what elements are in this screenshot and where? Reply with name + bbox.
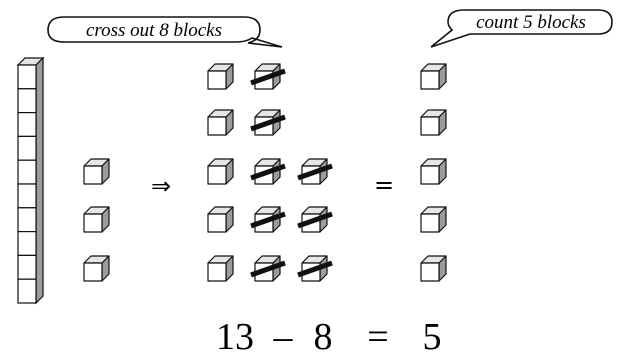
cross-out-mark [250, 68, 286, 86]
crossed-block [250, 206, 286, 233]
crossed-block [250, 63, 286, 90]
cross-out-mark [297, 211, 333, 229]
unit-block [207, 109, 234, 136]
crossed-block [297, 255, 333, 282]
equation-minuend: 13 [216, 316, 254, 358]
ten-rod-unit [17, 111, 37, 137]
equation-result: 5 [423, 316, 442, 358]
cross-out-mark [250, 260, 286, 278]
ten-rod-unit [17, 254, 37, 280]
count-callout: count 5 blocks [430, 9, 613, 48]
unit-block [83, 158, 110, 185]
crossed-block [250, 255, 286, 282]
ten-rod-unit [17, 88, 37, 114]
right-ones-column [420, 63, 447, 282]
cross-out-callout-bubble [47, 16, 283, 48]
cross-out-mark [297, 260, 333, 278]
result-block [420, 63, 447, 90]
crossed-block [297, 158, 333, 185]
count-callout-text: count 5 blocks [476, 12, 586, 33]
equation-equals: = [367, 316, 388, 358]
implies-arrow-icon: ⇒ [151, 172, 171, 200]
ten-rod [16, 56, 45, 305]
ten-rod-unit [17, 64, 37, 90]
middle-block-rows [207, 63, 333, 282]
cross-out-mark [250, 114, 286, 132]
cross-out-mark [250, 163, 286, 181]
cross-out-callout-text: cross out 8 blocks [86, 20, 222, 41]
left-ones-column [83, 158, 110, 282]
ten-rod-unit [17, 231, 37, 257]
crossed-block [250, 158, 286, 185]
equation: 13 – 8 = 5 [216, 316, 442, 358]
crossed-block [250, 109, 286, 136]
cross-out-callout: cross out 8 blocks [47, 16, 283, 48]
result-block [420, 206, 447, 233]
result-block [420, 255, 447, 282]
ten-rod-unit [17, 207, 37, 233]
unit-block [207, 158, 234, 185]
cross-out-mark [250, 211, 286, 229]
unit-block [83, 255, 110, 282]
result-block [420, 109, 447, 136]
equation-minus: – [273, 316, 294, 358]
equals-sign: = [374, 171, 394, 199]
ten-rod-unit [17, 183, 37, 209]
unit-block [207, 63, 234, 90]
equation-subtrahend: 8 [314, 316, 333, 358]
ten-rod-unit [17, 278, 37, 304]
result-block [420, 158, 447, 185]
unit-block [207, 255, 234, 282]
unit-block [83, 206, 110, 233]
count-callout-bubble [430, 9, 613, 48]
ten-rod-unit [17, 159, 37, 185]
cross-out-mark [297, 163, 333, 181]
crossed-block [297, 206, 333, 233]
ten-rod-unit [17, 135, 37, 161]
unit-block [207, 206, 234, 233]
